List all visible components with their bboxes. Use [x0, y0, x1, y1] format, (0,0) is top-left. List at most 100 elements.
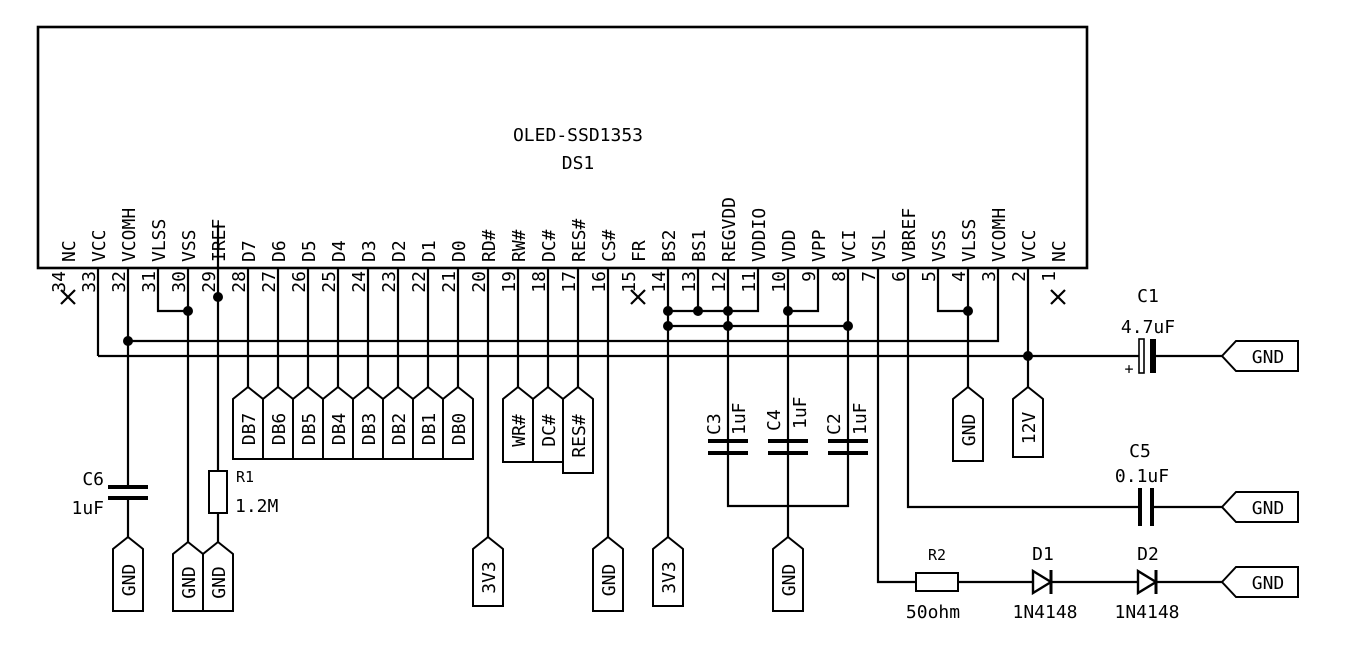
- net-label-db-text: DB4: [329, 413, 350, 446]
- net-label-db-text: DB3: [359, 413, 380, 446]
- junction: [783, 306, 793, 316]
- v3v3-label-rd[interactable]: 3V3: [472, 535, 504, 607]
- gnd-label-c6[interactable]: GND: [112, 535, 144, 612]
- capacitor-c1[interactable]: + C1 4.7uF: [1121, 286, 1175, 378]
- net-label-db-shape: [262, 385, 294, 460]
- d2-ref: D2: [1137, 544, 1159, 565]
- pin-number: 14: [649, 271, 670, 293]
- gnd-label-r1[interactable]: GND: [202, 540, 234, 612]
- wire-vpp: [788, 268, 820, 313]
- net-label-db[interactable]: DB4: [322, 385, 354, 460]
- capacitor-c5[interactable]: C5 0.1uF: [1115, 441, 1169, 526]
- pin-number: 13: [679, 271, 700, 293]
- capacitor-c2[interactable]: C2 1uF: [824, 402, 871, 455]
- net-label-db-shape: [322, 385, 354, 460]
- pin-name: VLSS: [959, 219, 980, 262]
- pin-number: 5: [919, 271, 940, 282]
- gnd-label-cs-shape: [592, 535, 624, 612]
- gnd-label-diodes-text: GND: [1252, 573, 1285, 594]
- pin-number: 33: [79, 271, 100, 293]
- control-labels: WR#DC#RES#: [502, 385, 594, 474]
- gnd-label-diodes[interactable]: GND: [1220, 566, 1299, 598]
- c1-polarity: +: [1124, 360, 1133, 378]
- pin-number: 26: [289, 271, 310, 293]
- resistor-r1[interactable]: R1 1.2M: [208, 468, 279, 517]
- pin-name: D0: [449, 240, 470, 262]
- diode-d2[interactable]: D2 1N4148: [1114, 544, 1179, 623]
- c3-value: 1uF: [729, 402, 750, 435]
- pin-number: 28: [229, 271, 250, 293]
- gnd-label-c6-shape: [112, 535, 144, 612]
- v3v3-label-rd-shape: [472, 535, 504, 607]
- c2-ref: C2: [824, 413, 845, 435]
- gnd-label-vlss[interactable]: GND: [952, 385, 984, 462]
- component-part-name: OLED-SSD1353: [513, 125, 643, 146]
- net-label-control-shape: [562, 385, 594, 474]
- net-label-db[interactable]: DB1: [412, 385, 444, 460]
- gnd-label-vss[interactable]: GND: [172, 540, 204, 612]
- pin-name: CS#: [599, 229, 620, 262]
- c6-ref: C6: [82, 469, 104, 490]
- net-label-control[interactable]: WR#: [502, 385, 534, 463]
- gnd-label-vlss-text: GND: [959, 414, 980, 447]
- net-label-control[interactable]: DC#: [532, 385, 564, 463]
- net-label-db-shape: [292, 385, 324, 460]
- no-connect-icon: [1050, 289, 1066, 305]
- gnd-label-c5-text: GND: [1252, 498, 1285, 519]
- net-label-control-shape: [532, 385, 564, 463]
- c2-value: 1uF: [850, 402, 871, 435]
- gnd-label-r1-shape: [202, 540, 234, 612]
- pin-name: VCC: [89, 229, 110, 262]
- gnd-label-cs[interactable]: GND: [592, 535, 624, 612]
- diode-d1-symbol: [1031, 568, 1054, 596]
- net-label-db[interactable]: DB0: [442, 385, 474, 460]
- pin-name: NC: [59, 240, 80, 262]
- gnd-label-c1[interactable]: GND: [1220, 340, 1299, 372]
- c6-value: 1uF: [71, 498, 104, 519]
- gnd-label-r1-text: GND: [209, 566, 230, 599]
- pin-number: 11: [739, 271, 760, 293]
- gnd-label-cs-text: GND: [599, 564, 620, 597]
- pin-number: 18: [529, 271, 550, 293]
- oled-ssd1353-body[interactable]: [36, 25, 1089, 270]
- net-label-db[interactable]: DB7: [232, 385, 264, 460]
- gnd-label-vlss-shape: [952, 385, 984, 462]
- net-label-db[interactable]: DB2: [382, 385, 414, 460]
- pin-name: VDD: [779, 229, 800, 262]
- gnd-label-vss-shape: [172, 540, 204, 612]
- net-label-db-text: DB6: [269, 413, 290, 446]
- c5-ref: C5: [1129, 441, 1151, 462]
- gnd-label-diodes-shape: [1220, 566, 1299, 598]
- gnd-label-caps[interactable]: GND: [772, 535, 804, 612]
- junctions: [123, 292, 1033, 361]
- diode-d1[interactable]: D1 1N4148: [1012, 544, 1077, 623]
- c4-ref: C4: [764, 409, 785, 431]
- net-label-db[interactable]: DB5: [292, 385, 324, 460]
- v3v3-label-bs2-shape: [652, 535, 684, 607]
- junction: [963, 306, 973, 316]
- pin-number: 9: [799, 271, 820, 282]
- junction: [723, 306, 733, 316]
- resistor-r2[interactable]: R2 50ohm: [906, 546, 960, 623]
- net-label-control-text: DC#: [539, 414, 560, 447]
- gnd-label-c5[interactable]: GND: [1220, 491, 1299, 523]
- net-label-db[interactable]: DB6: [262, 385, 294, 460]
- gnd-label-c1-shape: [1220, 340, 1299, 372]
- pin-number: 4: [949, 271, 970, 282]
- v3v3-label-bs2[interactable]: 3V3: [652, 535, 684, 607]
- gnd-label-caps-text: GND: [779, 564, 800, 597]
- pin-number: 12: [709, 271, 730, 293]
- capacitor-c3[interactable]: C3 1uF: [704, 402, 750, 455]
- capacitor-c4[interactable]: C4 1uF: [764, 396, 811, 455]
- v12-label-vcc[interactable]: 12V: [1012, 385, 1044, 458]
- capacitor-c6[interactable]: C6 1uF: [71, 469, 148, 537]
- net-label-db-text: DB5: [299, 413, 320, 446]
- pin-number: 31: [139, 271, 160, 293]
- gnd-label-c6-text: GND: [119, 564, 140, 597]
- net-label-control[interactable]: RES#: [562, 385, 594, 474]
- capacitor-c2-plates: [828, 439, 868, 455]
- pin-name: RD#: [479, 229, 500, 262]
- net-label-db[interactable]: DB3: [352, 385, 384, 460]
